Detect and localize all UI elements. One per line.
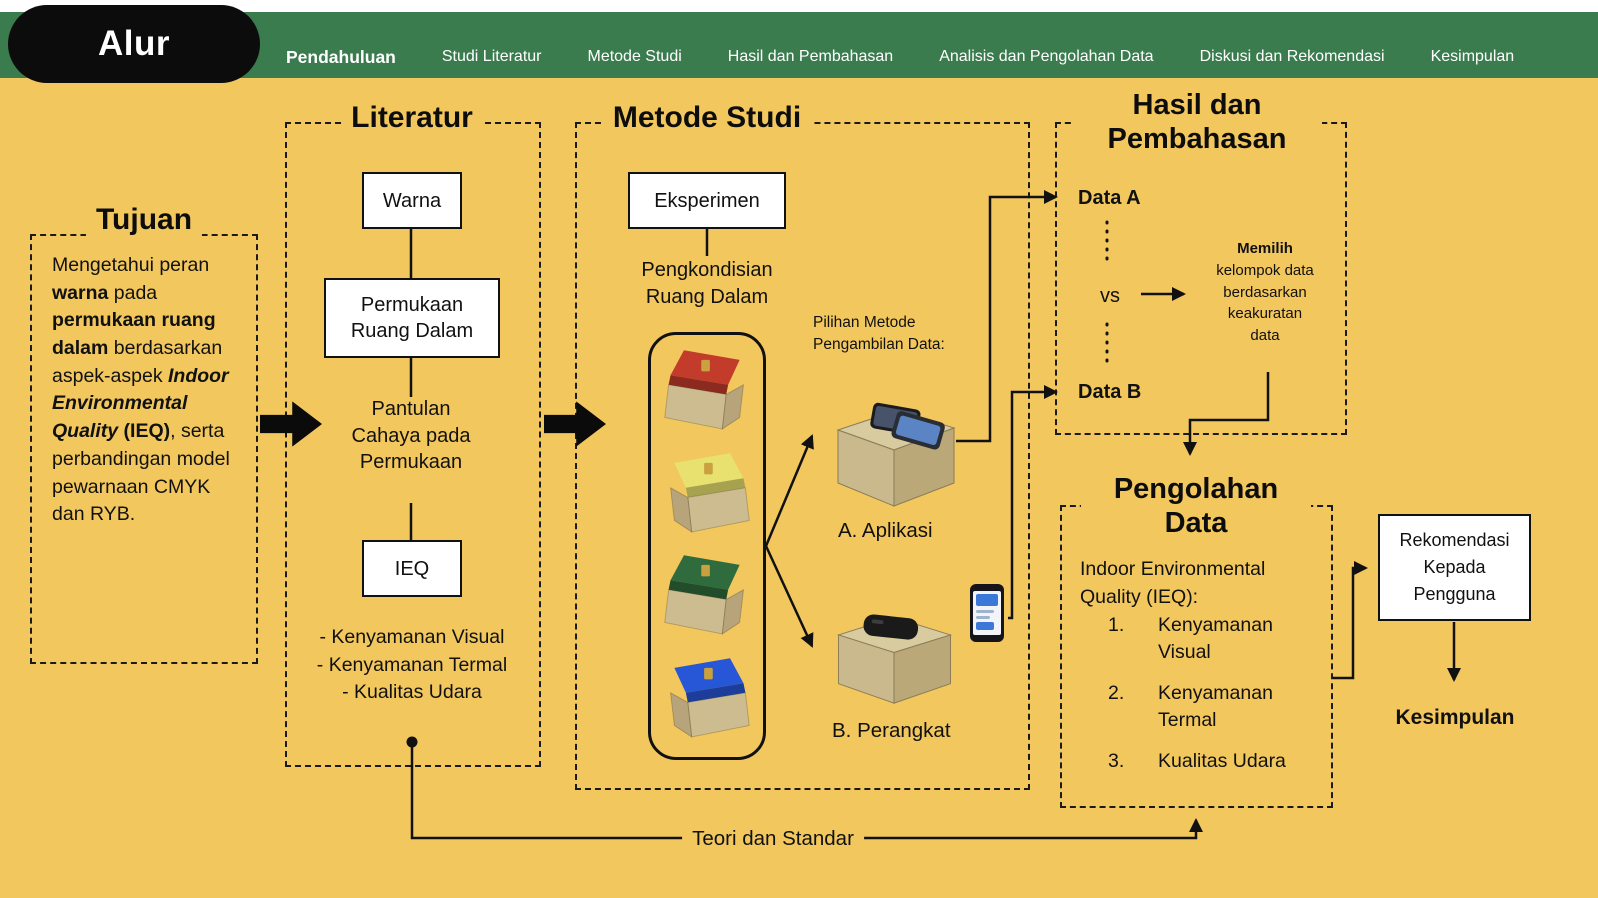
pengolahan-title: Pengolahan Data bbox=[1081, 472, 1311, 541]
nav-item-pendahuluan[interactable]: Pendahuluan bbox=[286, 46, 396, 67]
colored-box-yellow-icon bbox=[659, 449, 755, 541]
hasil-title: Hasil dan Pembahasan bbox=[1072, 88, 1322, 157]
node-rekomendasi: Rekomendasi Kepada Pengguna bbox=[1378, 514, 1531, 621]
pengolahan-item-number: 1. bbox=[1108, 614, 1125, 636]
label-aplikasi: A. Aplikasi bbox=[838, 519, 933, 542]
nav-item-metode-studi[interactable]: Metode Studi bbox=[587, 48, 682, 65]
pengolahan-item-label: Kenyamanan Termal bbox=[1158, 681, 1273, 731]
arrow-pengolahan-to-rekomendasi bbox=[1333, 561, 1368, 680]
nav-item-hasil-dan-pembahasan[interactable]: Hasil dan Pembahasan bbox=[727, 48, 894, 65]
top-navbar: Pendahuluan Studi Literatur Metode Studi… bbox=[0, 12, 1598, 78]
nav-menu: Pendahuluan Studi Literatur Metode Studi… bbox=[286, 24, 1514, 90]
slide-title: Alur bbox=[98, 24, 170, 63]
aspect-kenyamanan-termal: - Kenyamanan Termal bbox=[316, 653, 508, 676]
top-white-strip bbox=[0, 0, 1598, 12]
label-perangkat: B. Perangkat bbox=[832, 719, 951, 742]
label-data-a: Data A bbox=[1078, 187, 1141, 209]
aspect-kenyamanan-visual: - Kenyamanan Visual bbox=[319, 626, 505, 648]
nav-item-kesimpulan[interactable]: Kesimpulan bbox=[1430, 48, 1515, 65]
box-with-smartphones-image bbox=[818, 386, 968, 516]
colored-box-green-icon bbox=[659, 551, 755, 643]
label-vs: vs bbox=[1100, 285, 1120, 307]
metode-title: Metode Studi bbox=[602, 100, 812, 136]
slide-title-pill: Alur bbox=[8, 5, 260, 83]
pengolahan-intro: Indoor Environmental Quality (IEQ): bbox=[1080, 558, 1266, 608]
ieq-aspect-list: - Kenyamanan Visual - Kenyamanan Termal … bbox=[292, 624, 532, 707]
label-teori-dan-standar: Teori dan Standar bbox=[682, 824, 864, 854]
node-eksperimen: Eksperimen bbox=[628, 172, 786, 229]
colored-box-red-icon bbox=[659, 346, 755, 438]
pengolahan-item-number: 3. bbox=[1108, 749, 1125, 772]
text-pantulan-cahaya: Pantulan Cahaya pada Permukaan bbox=[351, 398, 471, 474]
node-permukaan-ruang-dalam: Permukaan Ruang Dalam bbox=[324, 278, 500, 358]
text-pengkondisian: Pengkondisian Ruang Dalam bbox=[641, 259, 773, 308]
label-data-b: Data B bbox=[1078, 381, 1142, 403]
node-ieq: IEQ bbox=[362, 540, 462, 597]
nav-item-analisis-dan-pengolahan-data[interactable]: Analisis dan Pengolahan Data bbox=[939, 48, 1154, 65]
colored-box-palette bbox=[648, 332, 766, 760]
node-warna: Warna bbox=[362, 172, 462, 229]
text-pilihan-metode: Pilihan Metode Pengambilan Data: bbox=[813, 314, 945, 354]
pengolahan-item-label: Kualitas Udara bbox=[1158, 749, 1286, 772]
smartphone-icon bbox=[970, 584, 1004, 647]
label-kesimpulan: Kesimpulan bbox=[1395, 706, 1515, 729]
box-with-device-image bbox=[822, 596, 967, 713]
pengolahan-item-number: 2. bbox=[1108, 681, 1125, 704]
pengolahan-item-label: Kenyamanan Visual bbox=[1158, 614, 1273, 663]
aspect-kualitas-udara: - Kualitas Udara bbox=[342, 681, 482, 704]
literatur-title: Literatur bbox=[341, 100, 483, 136]
nav-item-studi-literatur[interactable]: Studi Literatur bbox=[441, 48, 542, 65]
pengolahan-list: 1. Kenyamanan Visual 2. Kenyamanan Terma… bbox=[1108, 612, 1303, 775]
colored-box-blue-icon bbox=[659, 654, 755, 746]
tujuan-title: Tujuan bbox=[85, 202, 203, 238]
tujuan-text: Mengetahui peran warna pada permukaan ru… bbox=[52, 254, 230, 526]
nav-item-diskusi-dan-rekomendasi[interactable]: Diskusi dan Rekomendasi bbox=[1199, 48, 1385, 65]
